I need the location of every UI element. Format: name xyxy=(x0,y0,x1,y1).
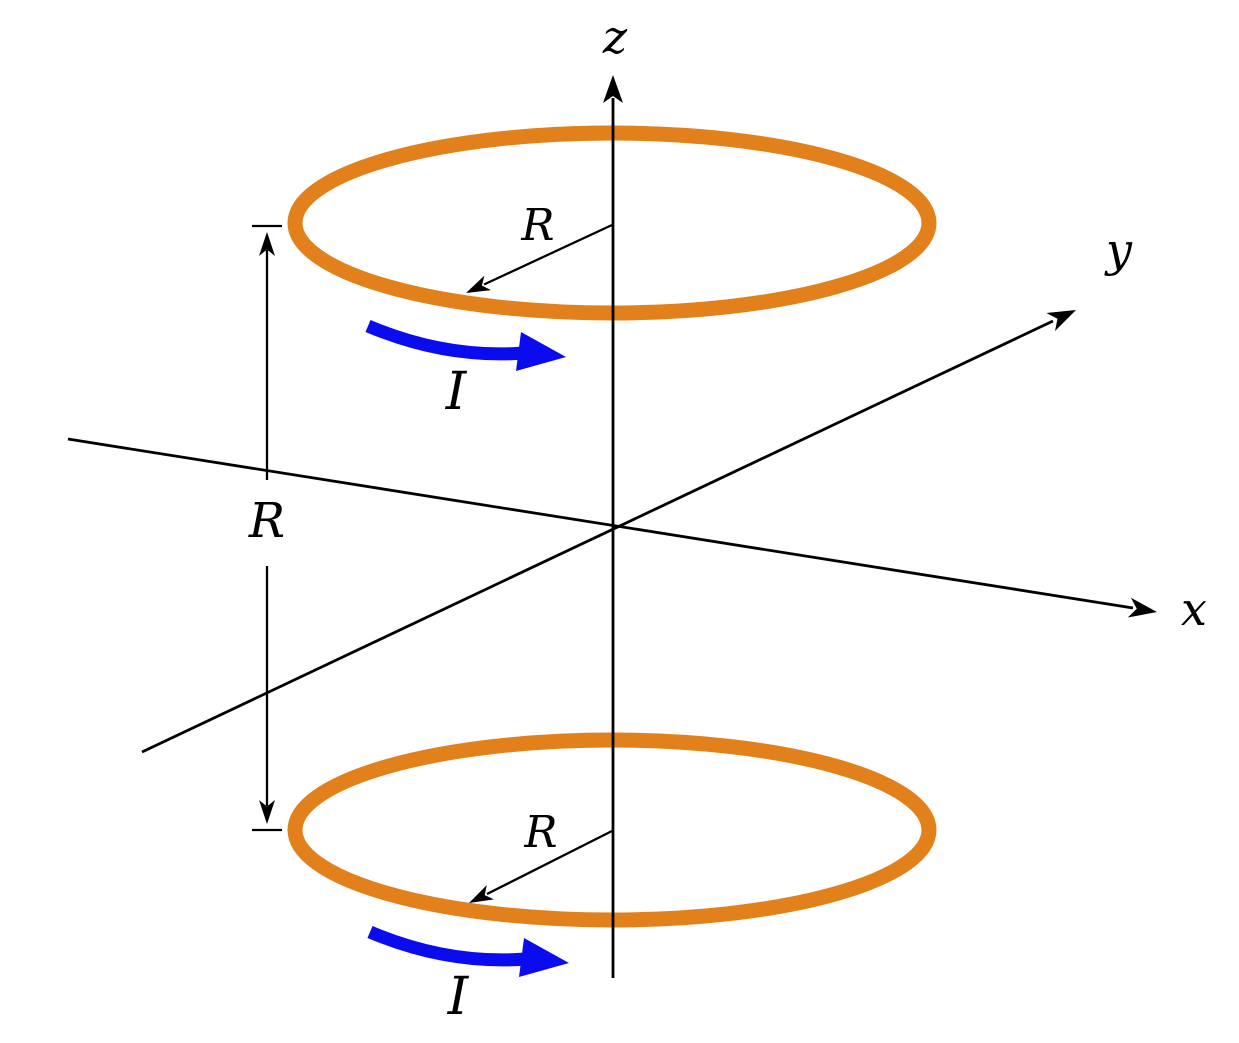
bottom-radius-arrowhead-icon xyxy=(469,885,494,903)
bottom-current-label: I xyxy=(447,967,470,1027)
x-axis-line xyxy=(67,437,1134,610)
x-axis-label: x xyxy=(1181,582,1207,636)
bottom-radius-arrow: R xyxy=(469,807,613,903)
separation-up-arrowhead-icon xyxy=(259,232,275,256)
y-axis-label: y xyxy=(1104,223,1133,277)
separation-label: R xyxy=(248,493,285,549)
top-current-label: I xyxy=(445,362,468,422)
bottom-current-shaft xyxy=(367,926,527,967)
top-radius-arrow: R xyxy=(466,200,613,293)
y-axis-line xyxy=(141,319,1054,754)
top-radius-line xyxy=(483,223,613,286)
separation-down-arrowhead-icon xyxy=(259,800,275,824)
top-radius-arrowhead-icon xyxy=(466,275,492,293)
bottom-radius-label: R xyxy=(523,807,557,858)
separation-dimension: R xyxy=(248,224,285,832)
z-axis-label: z xyxy=(602,10,628,64)
top-current-arrowhead-icon xyxy=(516,332,566,371)
bottom-current-arrow: I xyxy=(367,926,569,1027)
top-current-shaft xyxy=(365,320,525,361)
top-current-arrow: I xyxy=(365,320,566,422)
bottom-radius-line xyxy=(486,829,613,896)
bottom-current-arrowhead-icon xyxy=(519,938,569,977)
coordinate-axes: z x y xyxy=(67,10,1207,978)
top-radius-label: R xyxy=(520,200,554,251)
z-axis-arrowhead-icon xyxy=(603,75,623,103)
x-axis-arrowhead-icon xyxy=(1127,597,1157,618)
y-axis-arrowhead-icon xyxy=(1046,310,1076,331)
